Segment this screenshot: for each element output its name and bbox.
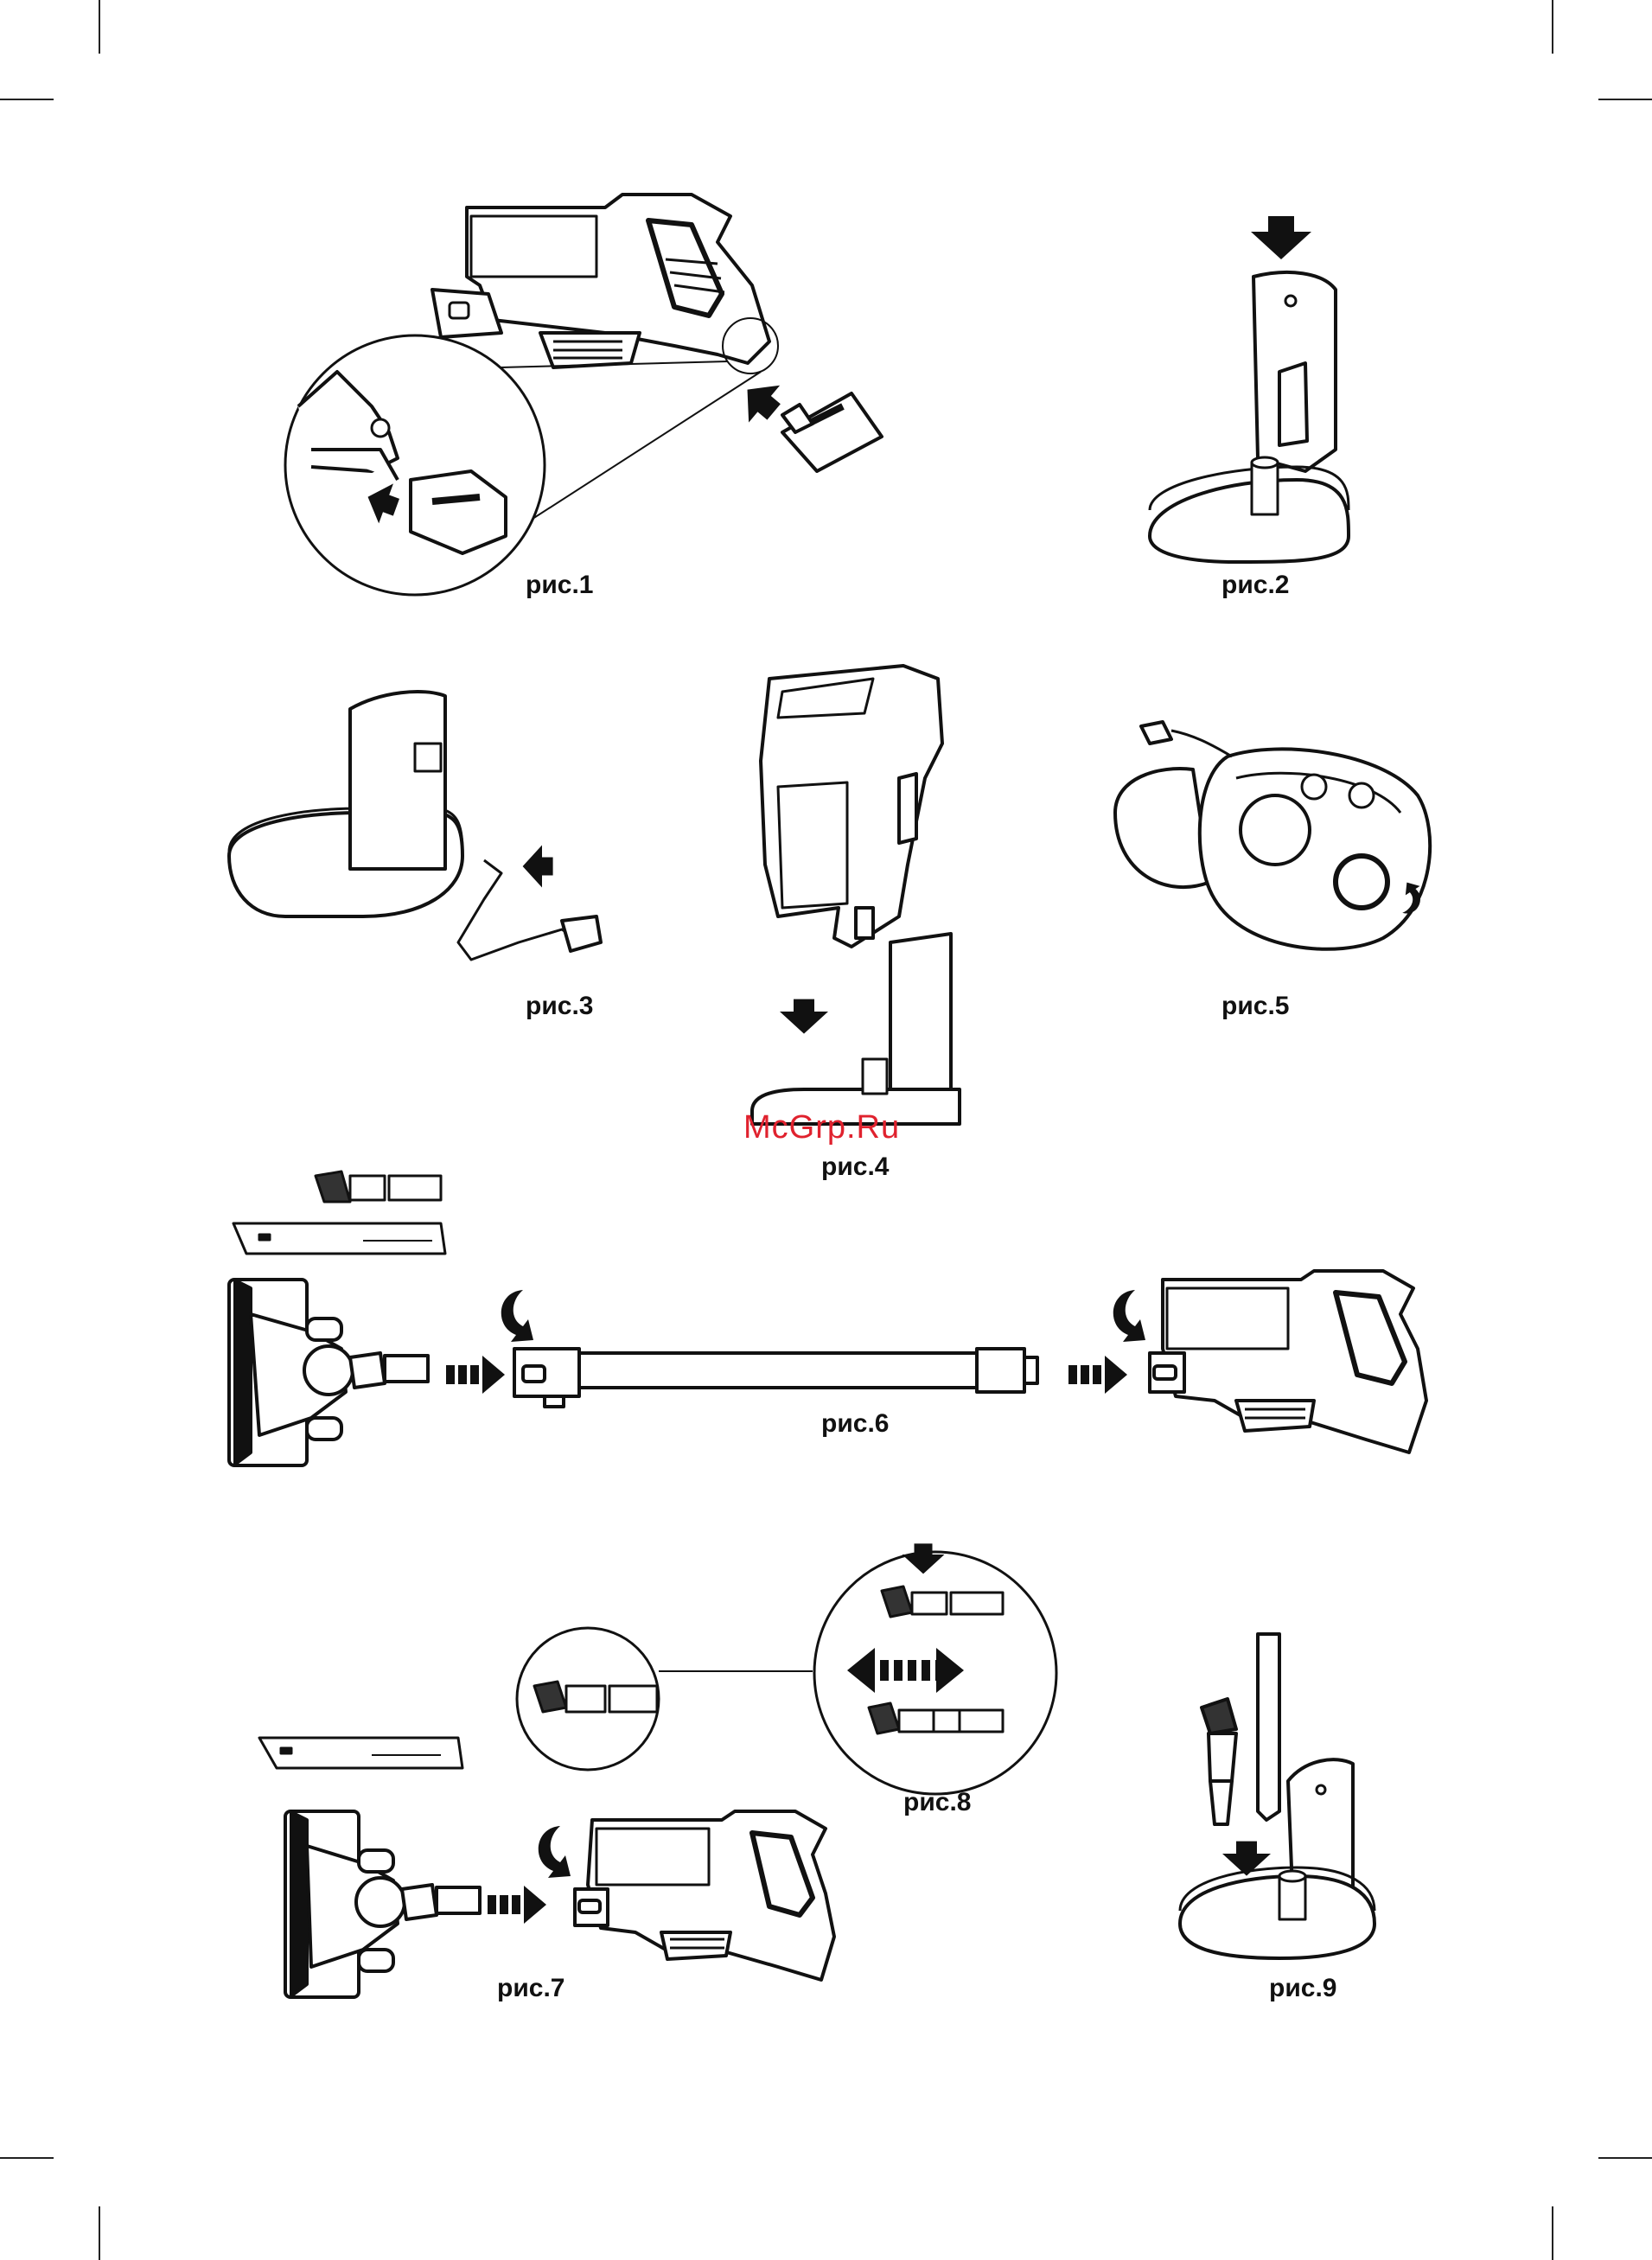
figure-caption-2: рис.2: [1221, 571, 1289, 600]
move-arrow-icon: [488, 1886, 546, 1924]
fig6-floor-brush: [229, 1280, 428, 1465]
fig1-zoom-circle: [285, 335, 545, 595]
figure-caption-9: рис.9: [1269, 1974, 1336, 2003]
figure-caption-6: рис.6: [821, 1409, 889, 1439]
move-arrow-icon: [1068, 1356, 1127, 1394]
fig2-drawing: [1150, 272, 1349, 562]
rotate-arrow-icon: [539, 1826, 571, 1878]
left-arrow-icon: [523, 846, 553, 888]
fig5-drawing: [1115, 722, 1430, 949]
figure-caption-5: рис.5: [1221, 992, 1289, 1021]
fig8-drawing: [517, 1552, 1056, 1794]
fig6-tube: [514, 1349, 1037, 1407]
rotate-arrow-icon: [1113, 1290, 1145, 1342]
fig7-accessory: [259, 1738, 462, 1768]
watermark: McGrp.Ru: [743, 1109, 900, 1146]
down-arrow-icon: [780, 999, 828, 1034]
fig6-handheld: [1150, 1271, 1426, 1452]
insert-arrow-icon: [732, 371, 790, 431]
move-arrow-icon: [446, 1356, 505, 1394]
figure-caption-8: рис.8: [903, 1788, 971, 1817]
figure-caption-1: рис.1: [526, 571, 593, 600]
figure-caption-7: рис.7: [497, 1974, 564, 2003]
fig7-handheld: [575, 1811, 834, 1980]
fig6-accessories: [233, 1171, 445, 1254]
rotate-arrow-icon: [501, 1290, 533, 1342]
down-arrow-icon: [1251, 216, 1311, 259]
figure-caption-3: рис.3: [526, 992, 593, 1021]
down-arrow-icon: [1222, 1842, 1271, 1876]
figure-caption-4: рис.4: [821, 1152, 889, 1182]
fig7-floor-brush: [285, 1811, 480, 1997]
fig4-drawing: [752, 666, 960, 1124]
fig3-drawing: [229, 692, 601, 960]
fig9-drawing: [1180, 1634, 1375, 1958]
